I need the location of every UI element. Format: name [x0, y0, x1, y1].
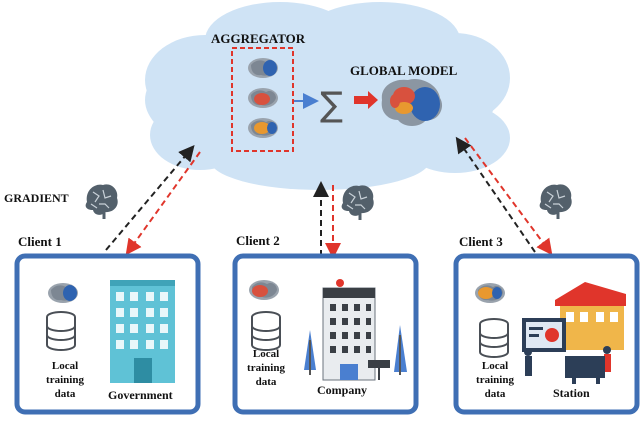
- government-building-icon: [110, 280, 175, 383]
- client3-org-label: Station: [553, 386, 590, 400]
- global-model-brain-icon: [381, 78, 443, 126]
- client3-database-icon: [479, 318, 509, 358]
- client2-local-model-icon: [249, 280, 279, 300]
- aggregator-box: [231, 47, 294, 152]
- sum-symbol: ∑: [320, 85, 343, 125]
- station-building-icon: [522, 282, 626, 384]
- client3-local-model-icon: [475, 283, 505, 303]
- client1-database-icon: [46, 311, 76, 351]
- client1-title: Client 1: [18, 234, 62, 249]
- aggregated-model-blue-brain-icon: [248, 58, 278, 78]
- client1-local-model-icon: [48, 283, 78, 303]
- client3-title: Client 3: [459, 234, 503, 249]
- gradient-brain-icon-1: [84, 182, 120, 221]
- aggregator-label: AGGREGATOR: [211, 31, 306, 46]
- client2-link: [313, 181, 341, 259]
- client3-link: [455, 136, 553, 256]
- client2-org-label: Company: [317, 383, 368, 397]
- client1-link: [105, 144, 201, 256]
- client1-org-label: Government: [108, 388, 173, 402]
- gradient-brain-icon-3: [538, 182, 574, 221]
- to-global-model-arrow: [354, 91, 378, 109]
- company-building-icon: [304, 279, 407, 381]
- gradient-brain-icon-2: [340, 183, 376, 222]
- global-model-label: GLOBAL MODEL: [350, 63, 458, 78]
- aggregated-model-red-brain-icon: [248, 88, 278, 108]
- client2-database-icon: [251, 311, 281, 351]
- client2-title: Client 2: [236, 233, 280, 248]
- gradient-label: GRADIENT: [4, 191, 69, 205]
- aggregated-model-orange-brain-icon: [248, 118, 278, 138]
